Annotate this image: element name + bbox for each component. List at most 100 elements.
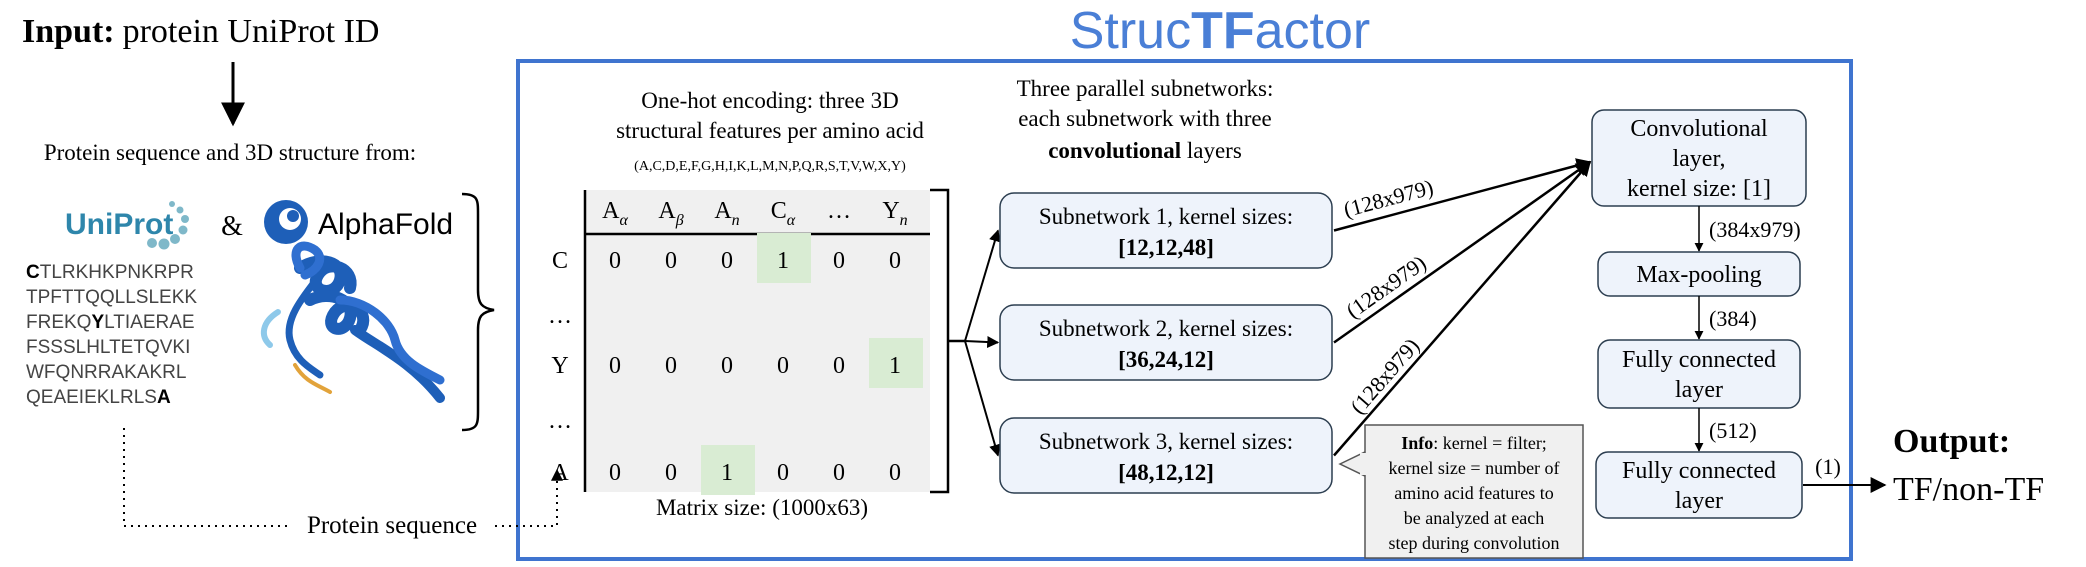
title-prefix: Struc bbox=[1070, 2, 1191, 60]
subnetwork-output-dim: (128x979) bbox=[1345, 333, 1424, 419]
pipeline-dim: (384) bbox=[1709, 306, 1757, 331]
info-line5: step during convolution bbox=[1389, 533, 1560, 553]
subnetwork-boxes: Subnetwork 1, kernel sizes: [12,12,48] (12… bbox=[999, 158, 1592, 494]
alphafold-logo: AlphaFold bbox=[264, 200, 453, 244]
subnetwork-box bbox=[999, 417, 1333, 494]
fanout-arrow bbox=[964, 229, 1001, 342]
matrix-cell: 0 bbox=[665, 460, 677, 486]
ampersand: & bbox=[221, 211, 243, 242]
output-text: TF/non-TF bbox=[1893, 471, 2044, 508]
hot-cell bbox=[757, 233, 811, 283]
subnetwork-output-dim: (128x979) bbox=[1341, 250, 1430, 323]
matrix-to-subnetworks-arrows bbox=[964, 229, 1001, 457]
fanout-arrow bbox=[964, 336, 1000, 349]
pipeline-label: layer bbox=[1675, 488, 1723, 514]
matrix-cell: 0 bbox=[889, 460, 901, 486]
matrix-row-label: Y bbox=[551, 353, 568, 379]
sequence-segment: C bbox=[26, 262, 40, 283]
encoding-title-line2: structural features per amino acid bbox=[616, 118, 924, 143]
protein-structure-image bbox=[260, 241, 445, 403]
subnetworks-header-line1: Three parallel subnetworks: bbox=[1017, 76, 1274, 101]
sequence-segment: TPFTTQQLLSLEKK bbox=[26, 287, 197, 308]
subnetworks-header-line2: each subnetwork with three bbox=[1018, 106, 1272, 131]
encoding-title-line1: One-hot encoding: three 3D bbox=[641, 88, 898, 113]
matrix-column-header: … bbox=[827, 198, 851, 224]
subnetworks-header-suffix: layers bbox=[1181, 138, 1242, 163]
title-suffix: actor bbox=[1255, 2, 1371, 60]
matrix-cell: 0 bbox=[665, 353, 677, 379]
subnetwork-kernels: [36,24,12] bbox=[1118, 347, 1214, 372]
source-caption: Protein sequence and 3D structure from: bbox=[44, 140, 416, 165]
info-line4: be analyzed at each bbox=[1404, 508, 1544, 528]
sequence-segment: LTIAERAE bbox=[104, 312, 194, 333]
info-line1: Info: kernel = filter; bbox=[1401, 433, 1547, 453]
matrix-column-header: An bbox=[714, 198, 739, 229]
matrix-cell: 0 bbox=[889, 248, 901, 274]
pipeline-label: Fully connected bbox=[1622, 347, 1776, 373]
title-bold: TF bbox=[1191, 2, 1255, 60]
input-text: protein UniProt ID bbox=[123, 13, 380, 50]
matrix-cell: 0 bbox=[721, 353, 733, 379]
sequence-segment: Y bbox=[91, 312, 104, 333]
matrix-cell: 1 bbox=[889, 353, 901, 379]
pipeline-label: kernel size: [1] bbox=[1627, 176, 1771, 202]
info-bold: Info bbox=[1401, 433, 1433, 453]
info-box: Info: kernel = filter; kernel size = num… bbox=[1338, 424, 1584, 559]
subnetwork-kernels: [48,12,12] bbox=[1118, 460, 1214, 485]
info-line1-rest: : kernel = filter; bbox=[1433, 433, 1547, 453]
matrix-row-label: A bbox=[551, 460, 569, 486]
subnetwork-output-arrow bbox=[1333, 160, 1592, 344]
matrix-row-label: C bbox=[552, 248, 568, 274]
uniprot-logo-text: UniProt bbox=[65, 208, 173, 241]
sequence-segment: FREKQ bbox=[26, 312, 91, 333]
sequence-brace bbox=[461, 192, 495, 432]
model-title: StrucTFactor bbox=[1070, 2, 1371, 60]
matrix-cell: 0 bbox=[777, 353, 789, 379]
matrix-cell: 0 bbox=[665, 248, 677, 274]
pipeline-label: layer, bbox=[1672, 146, 1725, 172]
sequence-segment: WFQNRRAKAKRL bbox=[26, 362, 186, 383]
subnetworks-header-line3: convolutional layers bbox=[1048, 138, 1242, 163]
uniprot-dots-icon bbox=[147, 201, 189, 250]
hot-cell bbox=[869, 338, 923, 388]
matrix-cell: 0 bbox=[609, 353, 621, 379]
sequence-segment: TLRKHKPNKRPR bbox=[40, 262, 194, 283]
input-heading: Input:protein UniProt ID bbox=[22, 13, 379, 50]
uniprot-logo: UniProt bbox=[65, 201, 189, 250]
matrix-cell: 0 bbox=[721, 248, 733, 274]
matrix-column-header: Yn bbox=[882, 198, 907, 229]
subnetwork-kernels: [12,12,48] bbox=[1118, 235, 1214, 260]
protein-sequence-label: Protein sequence bbox=[307, 512, 477, 539]
pipeline-label: layer bbox=[1675, 377, 1723, 403]
alphafold-logo-text: AlphaFold bbox=[318, 208, 453, 241]
fanout-arrow bbox=[964, 340, 1001, 457]
sequence-segment: FSSSLHLTETQVKI bbox=[26, 337, 190, 358]
subnetwork-title: Subnetwork 2, kernel sizes: bbox=[1039, 316, 1293, 341]
protein-sequence-connector-right bbox=[495, 468, 563, 527]
matrix-cell: 0 bbox=[609, 460, 621, 486]
matrix-cell: 0 bbox=[833, 460, 845, 486]
subnetwork-title: Subnetwork 3, kernel sizes: bbox=[1039, 429, 1293, 454]
pipeline-dim: (384x979) bbox=[1709, 217, 1801, 242]
input-label: Input: bbox=[22, 13, 115, 50]
sequence-segment: QEAEIEKLRLS bbox=[26, 387, 157, 408]
hot-cell bbox=[701, 445, 755, 495]
subnetwork-title: Subnetwork 1, kernel sizes: bbox=[1039, 204, 1293, 229]
protein-sequence-text: CTLRKHKPNKRPR TPFTTQQLLSLEKK FREKQYLTIAERA… bbox=[26, 262, 197, 408]
matrix-row-label: … bbox=[548, 303, 572, 329]
subnetwork-output-arrow bbox=[1333, 158, 1592, 232]
info-line2: kernel size = number of bbox=[1388, 458, 1559, 478]
alphafold-swirl-icon bbox=[264, 200, 308, 244]
matrix-row-label: … bbox=[548, 408, 572, 434]
matrix-cell: 0 bbox=[777, 460, 789, 486]
info-line3: amino acid features to bbox=[1394, 483, 1553, 503]
protein-sequence-connector-left bbox=[123, 428, 290, 527]
matrix-column-header: Aα bbox=[602, 198, 628, 229]
amino-acid-alphabet: (A,C,D,E,F,G,H,I,K,L,M,N,P,Q,R,S,T,V,W,X… bbox=[634, 159, 906, 174]
sequence-segment: A bbox=[157, 387, 171, 408]
subnetworks-header-bold: convolutional bbox=[1048, 138, 1181, 163]
structfactor-frame bbox=[516, 59, 1853, 561]
matrix-cell: 0 bbox=[833, 248, 845, 274]
